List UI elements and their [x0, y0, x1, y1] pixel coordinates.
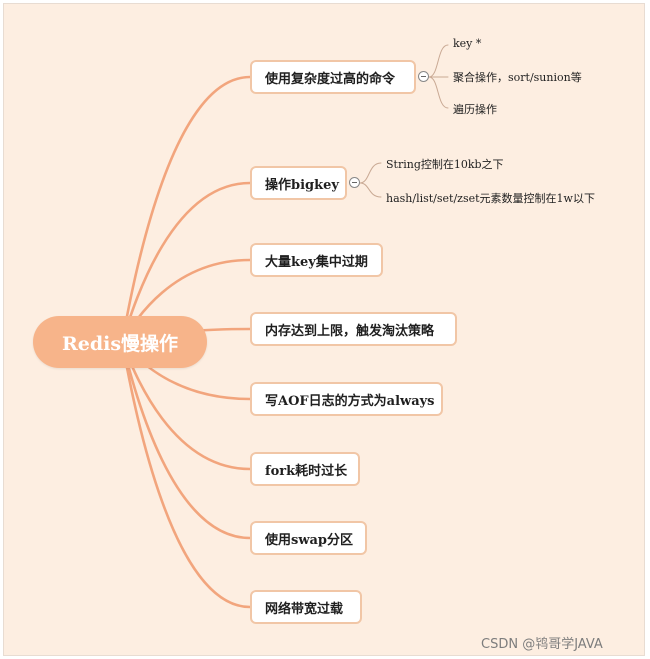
leaf-connector-line [359, 162, 382, 184]
branch-complex-commands[interactable]: 使用复杂度过高的命令 [250, 60, 416, 94]
collapse-toggle-icon[interactable] [349, 177, 360, 188]
leaf-traversal[interactable]: 遍历操作 [453, 103, 497, 116]
leaf-string-limit[interactable]: String控制在10kb之下 [386, 158, 504, 171]
leaf-connector-line [428, 44, 449, 78]
branch-swap[interactable]: 使用swap分区 [250, 521, 367, 555]
leaf-collection-limit[interactable]: hash/list/set/zset元素数量控制在1w以下 [386, 192, 595, 205]
branch-memory-limit[interactable]: 内存达到上限，触发淘汰策略 [250, 312, 457, 346]
branch-bigkey[interactable]: 操作bigkey [250, 166, 347, 200]
leaf-connector-line [359, 182, 382, 198]
leaf-key-star[interactable]: key * [453, 37, 482, 50]
leaf-connector-line [428, 76, 449, 109]
branch-network[interactable]: 网络带宽过载 [250, 590, 362, 624]
branch-connector-line [120, 340, 252, 609]
watermark: CSDN @鸨哥学JAVA [481, 637, 603, 652]
root-node[interactable]: Redis慢操作 [33, 316, 207, 368]
collapse-toggle-icon[interactable] [418, 71, 429, 82]
branch-connector-line [120, 75, 252, 344]
branch-fork-time[interactable]: fork耗时过长 [250, 452, 360, 486]
branch-key-expire[interactable]: 大量key集中过期 [250, 243, 383, 277]
leaf-aggregation[interactable]: 聚合操作，sort/sunion等 [453, 71, 582, 84]
branch-connector-line [120, 340, 252, 540]
branch-aof-always[interactable]: 写AOF日志的方式为always [250, 382, 443, 416]
